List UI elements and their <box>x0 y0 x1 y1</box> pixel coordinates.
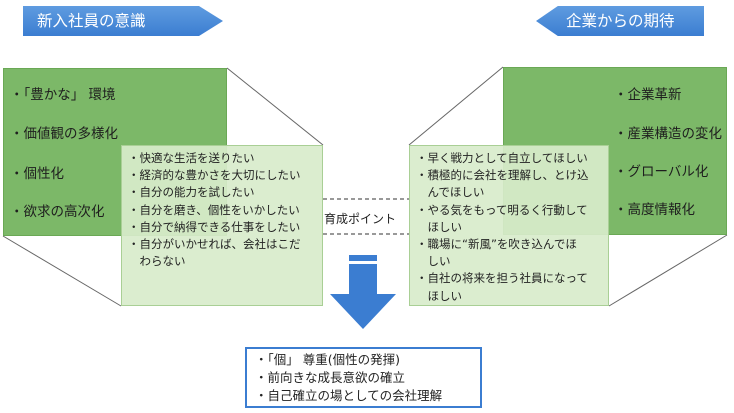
left-detail-list: ・快適な生活を送りたい ・経済的な豊かさを大切にしたい ・自分の能力を試したい … <box>128 150 301 270</box>
result-box: ・「個」 尊重(個性の発揮) ・前向きな成長意欲の確立 ・自己確立の場としての会… <box>245 347 482 408</box>
left-factor-item: ・「豊かな」 環境 <box>10 87 116 103</box>
right-detail-item: んでほしい <box>416 185 485 200</box>
right-detail-item: しい <box>416 254 451 269</box>
connector-line <box>608 234 728 307</box>
arrow-head <box>330 264 396 329</box>
right-detail-item: ほしい <box>416 288 462 303</box>
arrow-bar <box>349 255 377 261</box>
right-factor-item: ・産業構造の変化 <box>614 126 722 142</box>
left-detail-box: ・快適な生活を送りたい ・経済的な豊かさを大切にしたい ・自分の能力を試したい … <box>121 145 323 306</box>
right-detail-item: ・早く戦力として自立してほしい <box>416 151 588 165</box>
right-detail-item: ・やる気をもって明るく行動して <box>416 202 588 217</box>
left-detail-item: ・自分の能力を試したい <box>128 185 255 200</box>
result-item: ・自己確立の場としての会社理解 <box>255 388 443 403</box>
result-item: ・前向きな成長意欲の確立 <box>255 370 406 385</box>
left-detail-item: わらない <box>128 254 186 269</box>
right-factor-item: ・グローバル化 <box>614 164 709 180</box>
connector-line <box>408 66 504 146</box>
right-detail-list: ・早く戦力として自立してほしい ・積極的に会社を理解し、とけ込 んでほしい ・や… <box>416 150 589 305</box>
center-label: 育成ポイント <box>324 212 397 226</box>
right-detail-item: ・自社の将来を担う社員になって <box>416 271 588 286</box>
right-detail-item: ・職場に“新風”を吹き込んでほ <box>416 237 577 252</box>
right-detail-box: ・早く戦力として自立してほしい ・積極的に会社を理解し、とけ込 んでほしい ・や… <box>409 145 609 306</box>
left-detail-item: ・自分がいかせれば、会社はこだ <box>128 237 301 252</box>
left-title: 新入社員の意識 <box>37 12 146 30</box>
connector-line <box>2 235 122 307</box>
left-factor-item: ・個性化 <box>10 166 64 182</box>
left-factor-item: ・欲求の高次化 <box>10 204 105 220</box>
left-detail-item: ・快適な生活を送りたい <box>128 151 255 165</box>
right-factor-item: ・企業革新 <box>614 87 682 103</box>
right-factor-item: ・高度情報化 <box>614 202 695 218</box>
result-item: ・「個」 尊重(個性の発揮) <box>255 352 400 367</box>
left-detail-item: ・自分を磨き、個性をいかしたい <box>128 202 300 217</box>
right-title: 企業からの期待 <box>566 12 675 30</box>
right-detail-item: ほしい <box>416 219 462 234</box>
connector-line <box>226 67 324 146</box>
left-detail-item: ・自分で納得できる仕事をしたい <box>128 219 301 234</box>
left-title-banner: 新入社員の意識 <box>23 6 223 36</box>
left-detail-item: ・経済的な豊かさを大切にしたい <box>128 168 301 183</box>
right-detail-item: ・積極的に会社を理解し、とけ込 <box>416 168 589 183</box>
left-factor-item: ・価値観の多様化 <box>10 126 118 142</box>
right-title-banner: 企業からの期待 <box>536 6 704 36</box>
